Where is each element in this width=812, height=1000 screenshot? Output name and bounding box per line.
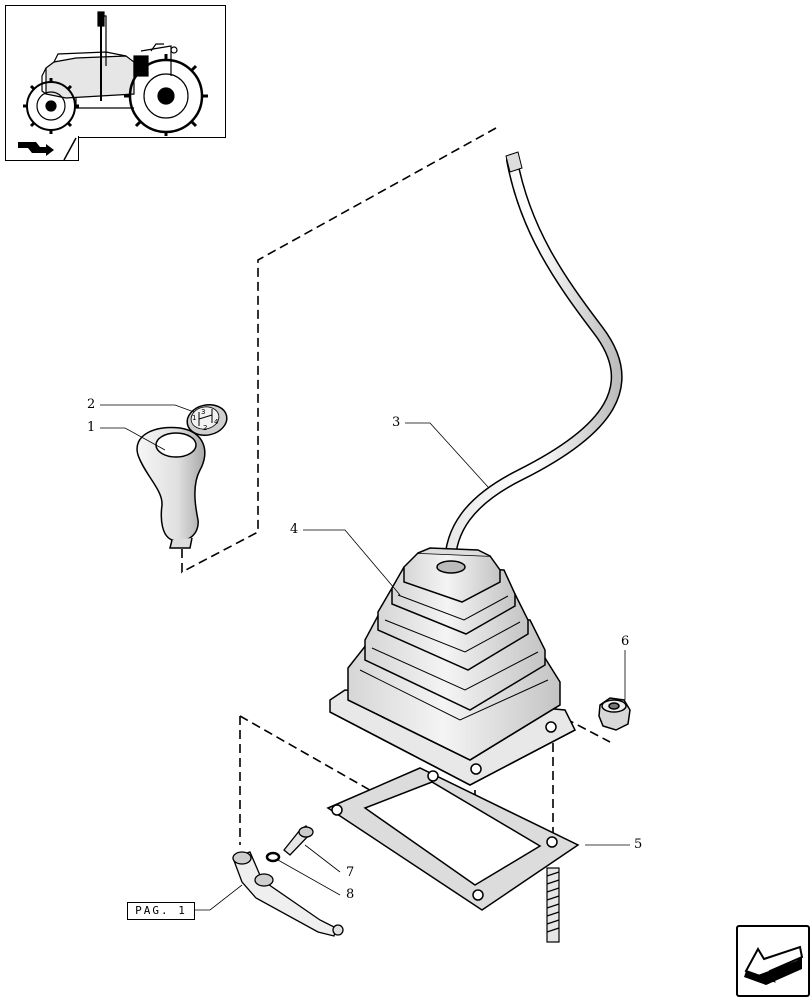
section-arrow-icon [18,137,77,161]
stud-bolt [546,867,560,943]
callout-7: 7 [346,865,355,880]
callout-8: 8 [346,887,355,902]
washer [265,851,281,863]
tractor-thumbnail-icon [23,11,208,136]
page-reference-link[interactable]: PAG. 1 [127,902,195,920]
gear-lever-rod [443,151,623,576]
callout-6: 6 [621,634,630,649]
shift-linkage [232,851,344,937]
pattern-digit-2: 2 [203,424,207,432]
screw [283,825,314,856]
tractor-thumbnail [5,5,226,138]
gasket-plate [326,767,580,911]
callout-4: 4 [290,522,299,537]
pattern-digit-3: 3 [201,408,205,416]
pattern-digit-4: 4 [214,418,219,426]
pattern-digit-1: 1 [192,414,196,422]
gear-lever-boot [329,547,576,786]
shift-pattern-cap: 3 2 1 4 [186,403,228,437]
assembly-lines [181,127,611,860]
next-page-button[interactable] [736,925,810,997]
leader-lines [100,404,630,911]
callout-2: 2 [87,397,96,412]
callout-1: 1 [87,420,96,435]
section-tab[interactable] [5,136,79,161]
callout-3: 3 [392,415,401,430]
flange-nut [598,697,631,731]
next-page-arrow-icon [744,945,804,985]
callout-5: 5 [634,837,643,852]
gear-knob [136,426,206,549]
